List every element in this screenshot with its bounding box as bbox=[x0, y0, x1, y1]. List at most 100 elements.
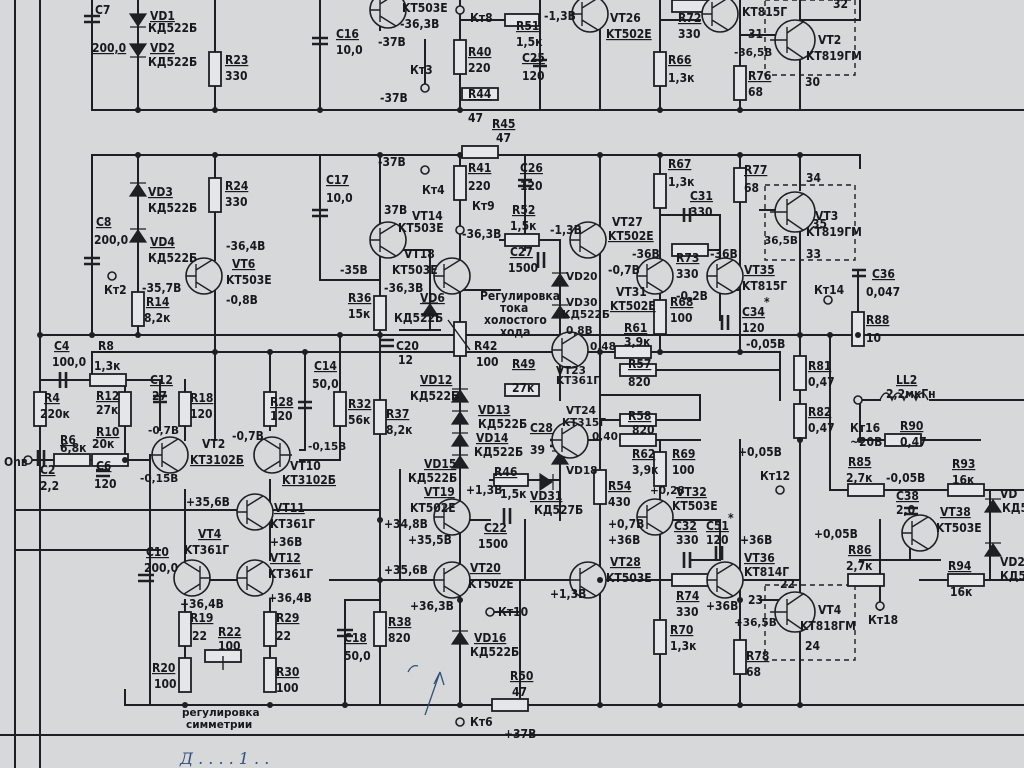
resistor-r46 bbox=[493, 473, 529, 487]
label-v-m13: -1,3В bbox=[544, 9, 576, 23]
label-vt19-type: KT502E bbox=[410, 501, 456, 515]
label-vd3: VD3 bbox=[148, 185, 173, 199]
label-r88: R88 bbox=[866, 313, 889, 327]
label-r82: R82 bbox=[808, 405, 831, 419]
capacitor-c51 bbox=[714, 546, 724, 560]
label-r4: R4 bbox=[44, 391, 60, 405]
label-v-368: +36В bbox=[608, 533, 640, 547]
label-r45-value: 47 bbox=[496, 131, 511, 145]
label-vt18: VT18 bbox=[404, 247, 435, 261]
resistor-r76 bbox=[733, 65, 747, 101]
label-vd15-type: КД522Б bbox=[408, 471, 457, 485]
label-vt3: VT3 bbox=[815, 209, 838, 223]
label-v-37p: +37В bbox=[504, 727, 536, 741]
label-v-37: 37В bbox=[384, 203, 407, 217]
label-vt26-type: KT502E bbox=[606, 27, 652, 41]
label-vd31-type: КД527Б bbox=[534, 503, 583, 517]
label-r78: R78 bbox=[746, 649, 769, 663]
resistor-r50 bbox=[491, 698, 529, 712]
capacitor-c26 bbox=[518, 178, 532, 188]
label-vd16: VD16 bbox=[474, 631, 506, 645]
label-v-36: +36В bbox=[270, 535, 302, 549]
label-r29: R29 bbox=[276, 611, 299, 625]
label-v-048: 0,48 bbox=[590, 341, 616, 353]
label-v-m005b: -0,05В bbox=[886, 471, 925, 485]
transistor-vt4-out bbox=[770, 591, 816, 633]
capacitor-c7 bbox=[84, 14, 100, 24]
testpoint-kt12 bbox=[775, 485, 785, 495]
label-r46-value: 1,5к bbox=[500, 487, 527, 501]
capacitor-c4 bbox=[58, 372, 68, 388]
label-r41-value: 220 bbox=[468, 179, 491, 193]
handwritten-note: Д . . . . 1 . . bbox=[179, 749, 269, 768]
label-ll2: LL2 bbox=[896, 373, 917, 387]
label-r14-value: 8,2к bbox=[144, 311, 171, 325]
label-kt16-value: ~20В bbox=[850, 435, 882, 449]
label-r62: R62 bbox=[632, 447, 655, 461]
transistor-vt10 bbox=[253, 436, 292, 474]
label-r6-value: 6,8к bbox=[60, 441, 87, 455]
transistor-vt2-out bbox=[770, 19, 816, 61]
label-r68-value: 100 bbox=[670, 311, 693, 325]
label-v-005b: +0,05В bbox=[814, 527, 858, 541]
resistor-r30 bbox=[263, 657, 277, 693]
label-vd2-right-type: КД5 bbox=[1000, 569, 1024, 583]
label-r74: R74 bbox=[676, 589, 700, 603]
label-r67: R67 bbox=[668, 157, 691, 171]
label-vt1-top-type: KT503E bbox=[402, 1, 448, 15]
label-r58: R58 bbox=[628, 409, 651, 423]
diode-vd31 bbox=[539, 472, 554, 492]
label-n32: 32 bbox=[833, 0, 848, 11]
transistor-vt19 bbox=[433, 498, 471, 536]
label-c31: C31 bbox=[690, 189, 713, 203]
label-c10-value: 200,0 bbox=[144, 561, 178, 575]
label-v-m3638b: -36,3В bbox=[384, 281, 423, 295]
testpoint-input bbox=[23, 455, 33, 465]
label-c7-value: 200,0 bbox=[92, 41, 126, 55]
capacitor-c27 bbox=[536, 252, 546, 268]
label-vd3-type: КД522Б bbox=[148, 201, 197, 215]
label-vt6: VT6 bbox=[232, 257, 255, 271]
capacitor-c22 bbox=[502, 508, 512, 524]
testpoint-kt18 bbox=[875, 601, 885, 611]
label-r45: R45 bbox=[492, 117, 515, 131]
inductor-ll2 bbox=[879, 392, 929, 402]
testpoint-kt4 bbox=[420, 165, 430, 175]
label-c51-asterisk: * bbox=[728, 511, 734, 525]
label-r70-value: 1,3к bbox=[670, 639, 697, 653]
label-c34: C34 bbox=[742, 305, 765, 319]
label-v-m07: -0,7В bbox=[608, 263, 640, 277]
label-c12-value: 27 bbox=[152, 389, 167, 403]
transistor-vt35 bbox=[706, 257, 744, 295]
label-r23: R23 bbox=[225, 53, 248, 67]
label-r32-value: 56к bbox=[348, 413, 371, 427]
label-c26: C26 bbox=[520, 161, 543, 175]
label-r44: R44 bbox=[468, 87, 492, 101]
label-c17: C17 bbox=[326, 173, 349, 187]
label-r8-value: 1,3к bbox=[94, 359, 121, 373]
label-r38-value: 820 bbox=[388, 631, 411, 645]
testpoint-kt2 bbox=[107, 271, 117, 281]
resistor-r8 bbox=[89, 373, 127, 387]
label-vt23-type: KT361Г bbox=[556, 375, 600, 387]
label-v-363: +36,3В bbox=[410, 599, 454, 613]
label-vd18: VD18 bbox=[566, 465, 597, 477]
label-vt2-type: KT819ГМ bbox=[806, 49, 862, 63]
label-v-368c: +36В bbox=[706, 599, 738, 613]
resistor-r90 bbox=[884, 433, 922, 447]
label-vt14: VT14 bbox=[412, 209, 443, 223]
label-c8: C8 bbox=[96, 215, 111, 229]
label-vt10: VT10 bbox=[290, 459, 321, 473]
label-c6-value: 120 bbox=[94, 477, 117, 491]
label-vt2-left-type: KT3102Б bbox=[190, 453, 244, 467]
label-r38: R38 bbox=[388, 615, 411, 629]
label-c36-value: 0,047 bbox=[866, 285, 900, 299]
resistor-r44 bbox=[461, 87, 499, 101]
label-r51-value: 1,5к bbox=[516, 35, 543, 49]
diodes bbox=[128, 13, 1003, 645]
label-c18: C18 bbox=[344, 631, 367, 645]
test-points bbox=[23, 5, 885, 727]
resistor-r14 bbox=[131, 291, 145, 327]
label-r20: R20 bbox=[152, 661, 175, 675]
